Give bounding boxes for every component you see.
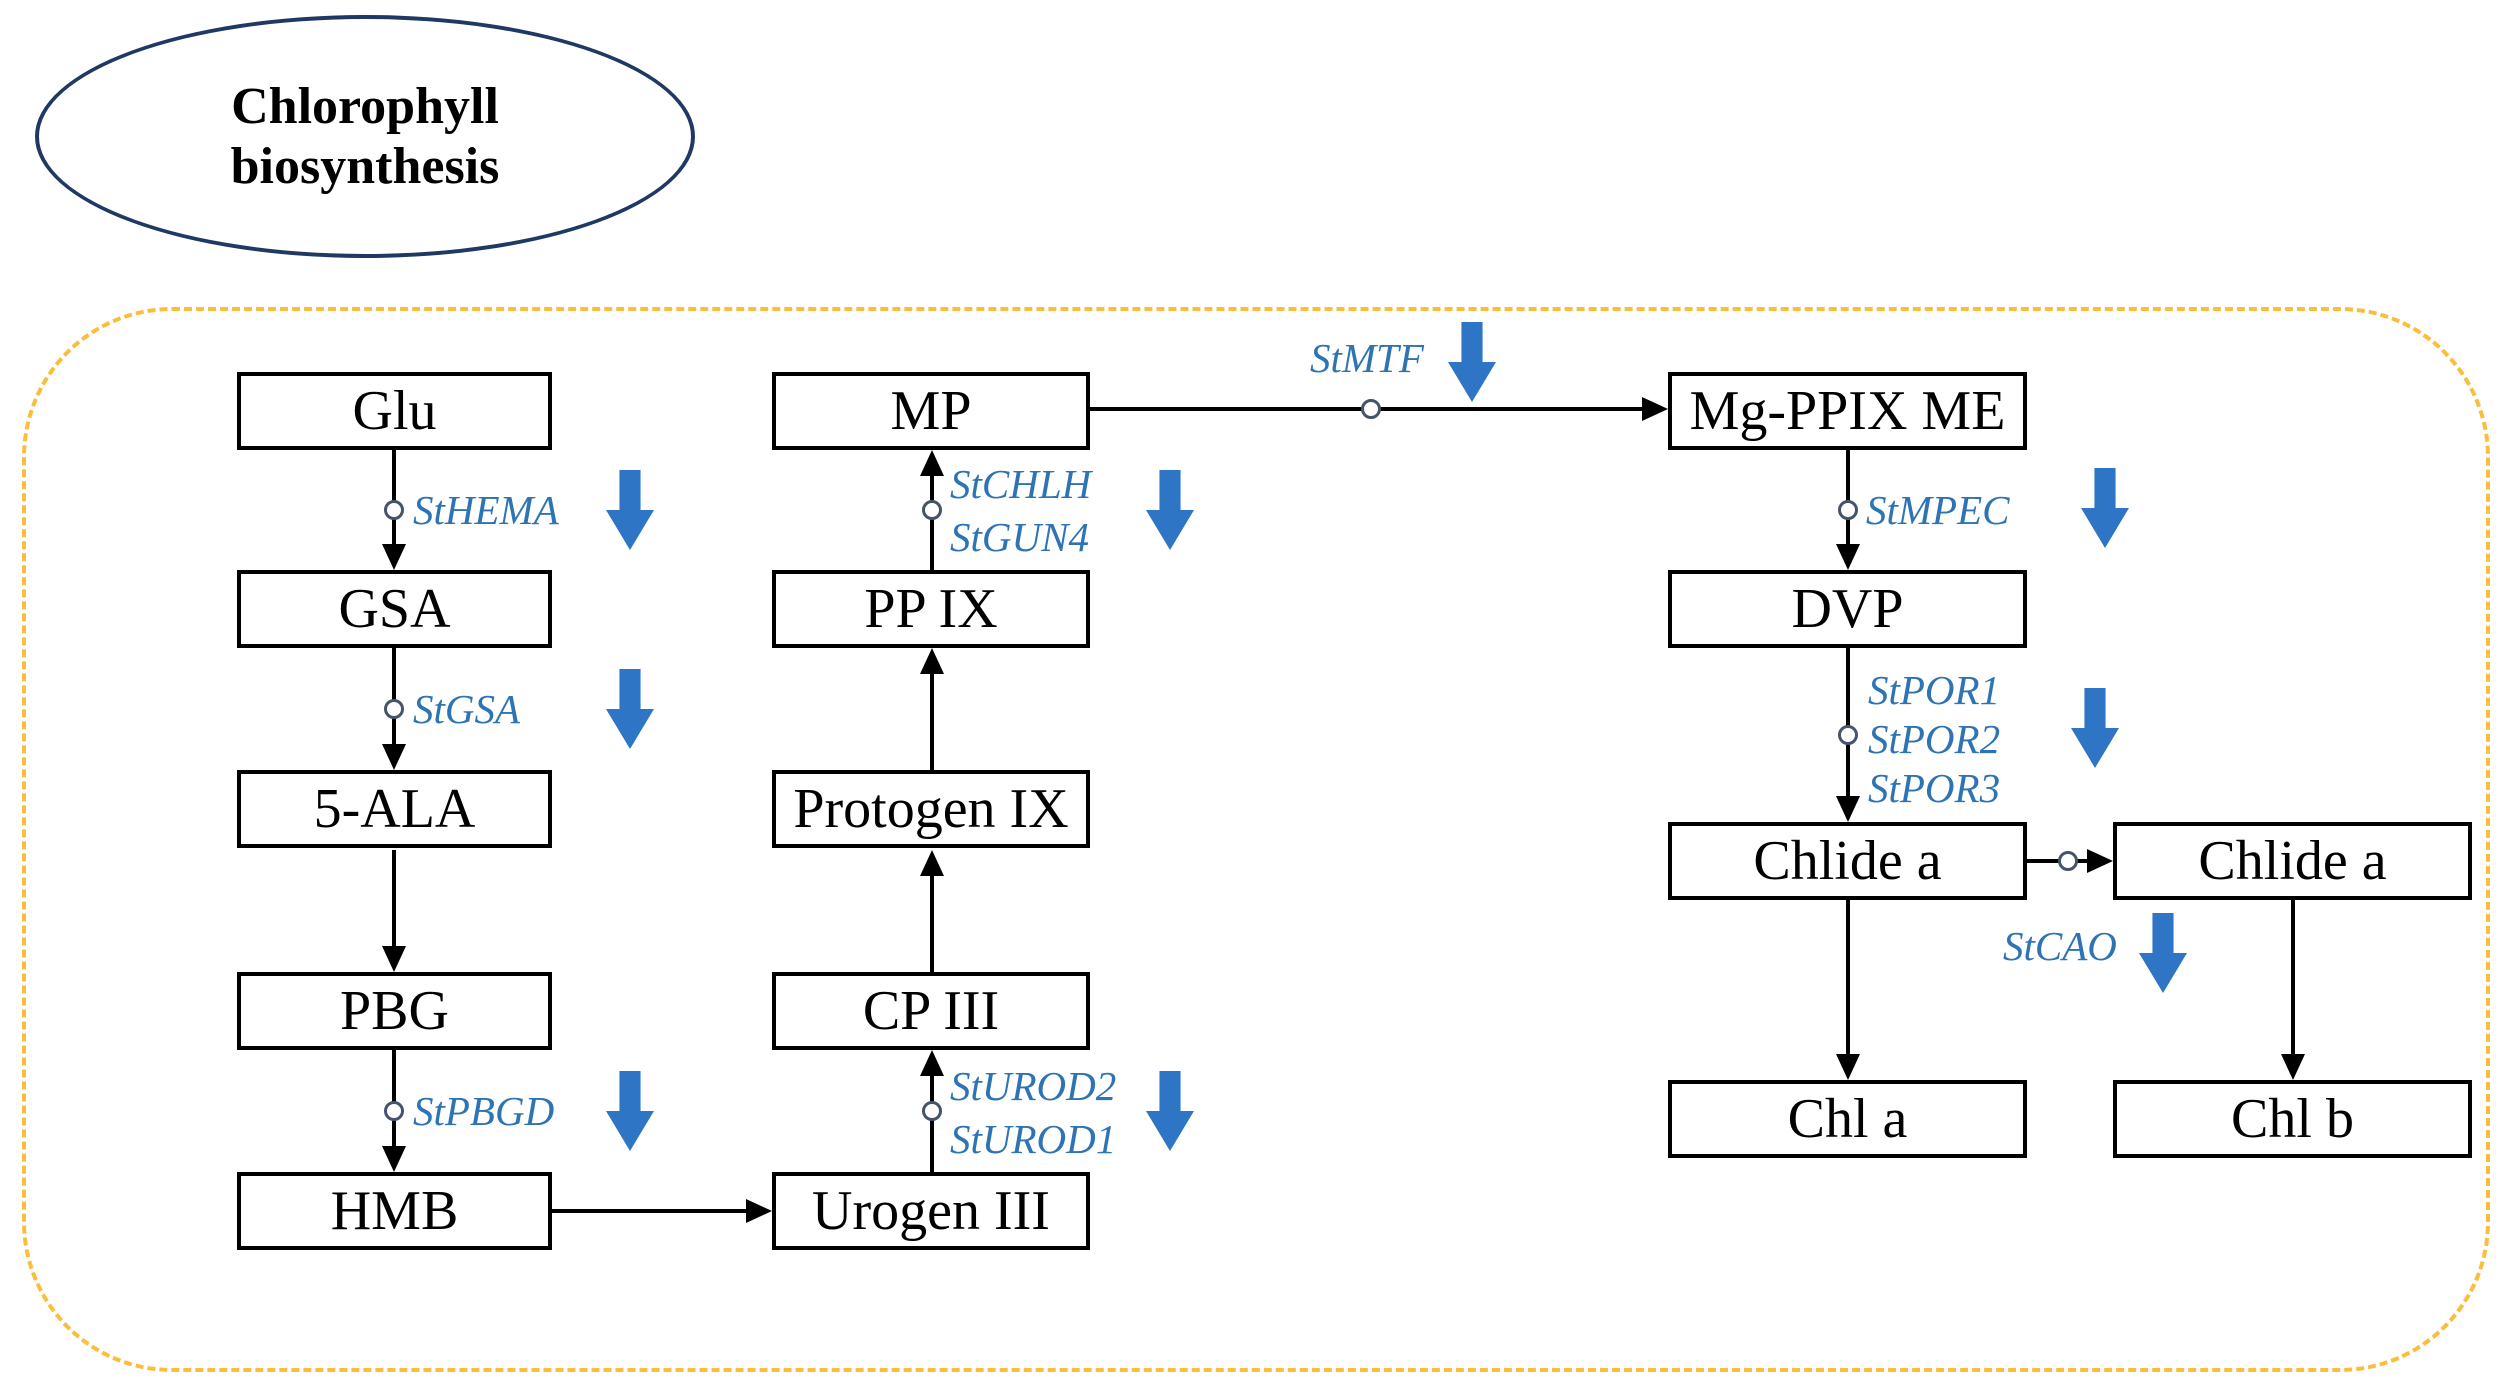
gene-label-stpor1: StPOR1	[1868, 667, 2001, 713]
node-protogen-ix: Protogen IX	[772, 770, 1090, 848]
node-glu: Glu	[237, 372, 552, 450]
gene-label-stmtf: StMTF	[1310, 335, 1424, 381]
connector-chlidea1-chlidea2-line	[2027, 859, 2087, 863]
node-chlide-a-1: Chlide a	[1668, 822, 2027, 900]
connector-glu-gsa-line	[392, 450, 396, 544]
pathway-panel-border	[22, 307, 2490, 1372]
gene-label-stpor2: StPOR2	[1868, 716, 2001, 762]
connector-ppix-mp-line	[930, 476, 934, 570]
junction-circle-stpbgd	[384, 1101, 404, 1121]
connector-chlidea-chla-line	[1846, 900, 1850, 1054]
gene-label-stmpec: StMPEC	[1866, 487, 2010, 533]
gene-label-stpbgd: StPBGD	[413, 1088, 555, 1134]
connector-chlidea2-chlb-line	[2291, 900, 2295, 1054]
connector-ppix-mp-arrowhead	[920, 450, 944, 476]
connector-gsa-5ala-arrowhead	[382, 744, 406, 770]
title-ellipse: Chlorophyll biosynthesis	[35, 15, 695, 258]
node-mg-ppix-me: Mg-PPIX ME	[1668, 372, 2027, 450]
gene-label-sturod2: StUROD2	[950, 1063, 1117, 1109]
gene-label-sthema: StHEMA	[413, 487, 559, 533]
node-dvp: DVP	[1668, 570, 2027, 648]
title-line-1: Chlorophyll	[231, 77, 499, 135]
gene-label-stcao: StCAO	[2003, 923, 2117, 969]
junction-circle-sthema	[384, 500, 404, 520]
node-cp-iii: CP III	[772, 972, 1090, 1050]
node-urogen-iii: Urogen III	[772, 1172, 1090, 1250]
node-pbg: PBG	[237, 972, 552, 1050]
junction-circle-stgsa	[384, 699, 404, 719]
gene-label-stgsa: StGSA	[413, 686, 521, 732]
connector-protogen-ppix-arrowhead	[920, 648, 944, 674]
connector-cpiii-protogen-arrowhead	[920, 850, 944, 876]
node-hmb: HMB	[237, 1172, 552, 1250]
junction-circle-stmtf	[1361, 399, 1381, 419]
connector-gsa-5ala-line	[392, 648, 396, 744]
junction-circle-stpor	[1838, 725, 1858, 745]
connector-dvp-chlidea-arrowhead	[1836, 796, 1860, 822]
connector-mp-mgppix-arrowhead	[1642, 397, 1668, 421]
connector-glu-gsa-arrowhead	[382, 544, 406, 570]
node-gsa: GSA	[237, 570, 552, 648]
gene-label-stpor3: StPOR3	[1868, 765, 2001, 811]
node-mp: MP	[772, 372, 1090, 450]
node-chl-b: Chl b	[2113, 1080, 2472, 1158]
node-5-ala: 5-ALA	[237, 770, 552, 848]
connector-mgppix-dvp-line	[1846, 450, 1850, 544]
connector-pbg-hmb-arrowhead	[382, 1146, 406, 1172]
connector-chlidea1-chlidea2-arrowhead	[2087, 849, 2113, 873]
connector-chlidea-chla-arrowhead	[1836, 1054, 1860, 1080]
junction-circle-stchlh	[922, 500, 942, 520]
connector-mgppix-dvp-arrowhead	[1836, 544, 1860, 570]
junction-circle-sturod	[922, 1101, 942, 1121]
connector-chlidea2-chlb-arrowhead	[2281, 1054, 2305, 1080]
junction-circle-stmpec	[1838, 500, 1858, 520]
connector-hmb-urogen-line	[552, 1209, 746, 1213]
connector-urogen-cpiii-arrowhead	[920, 1050, 944, 1076]
connector-hmb-urogen-arrowhead	[746, 1199, 772, 1223]
connector-5ala-pbg-arrowhead	[382, 946, 406, 972]
gene-label-sturod1: StUROD1	[950, 1116, 1117, 1162]
gene-label-stgun4: StGUN4	[950, 514, 1089, 560]
node-chl-a: Chl a	[1668, 1080, 2027, 1158]
node-pp-ix: PP IX	[772, 570, 1090, 648]
title-line-2: biosynthesis	[230, 137, 500, 195]
connector-urogen-cpiii-line	[930, 1076, 934, 1172]
connector-protogen-ppix-line	[930, 674, 934, 770]
connector-cpiii-protogen-line	[930, 876, 934, 972]
gene-label-stchlh: StCHLH	[950, 461, 1092, 507]
connector-5ala-pbg-line	[392, 850, 396, 946]
node-chlide-a-2: Chlide a	[2113, 822, 2472, 900]
junction-circle-stcao	[2058, 851, 2078, 871]
connector-dvp-chlidea-line	[1846, 648, 1850, 796]
connector-pbg-hmb-line	[392, 1050, 396, 1146]
